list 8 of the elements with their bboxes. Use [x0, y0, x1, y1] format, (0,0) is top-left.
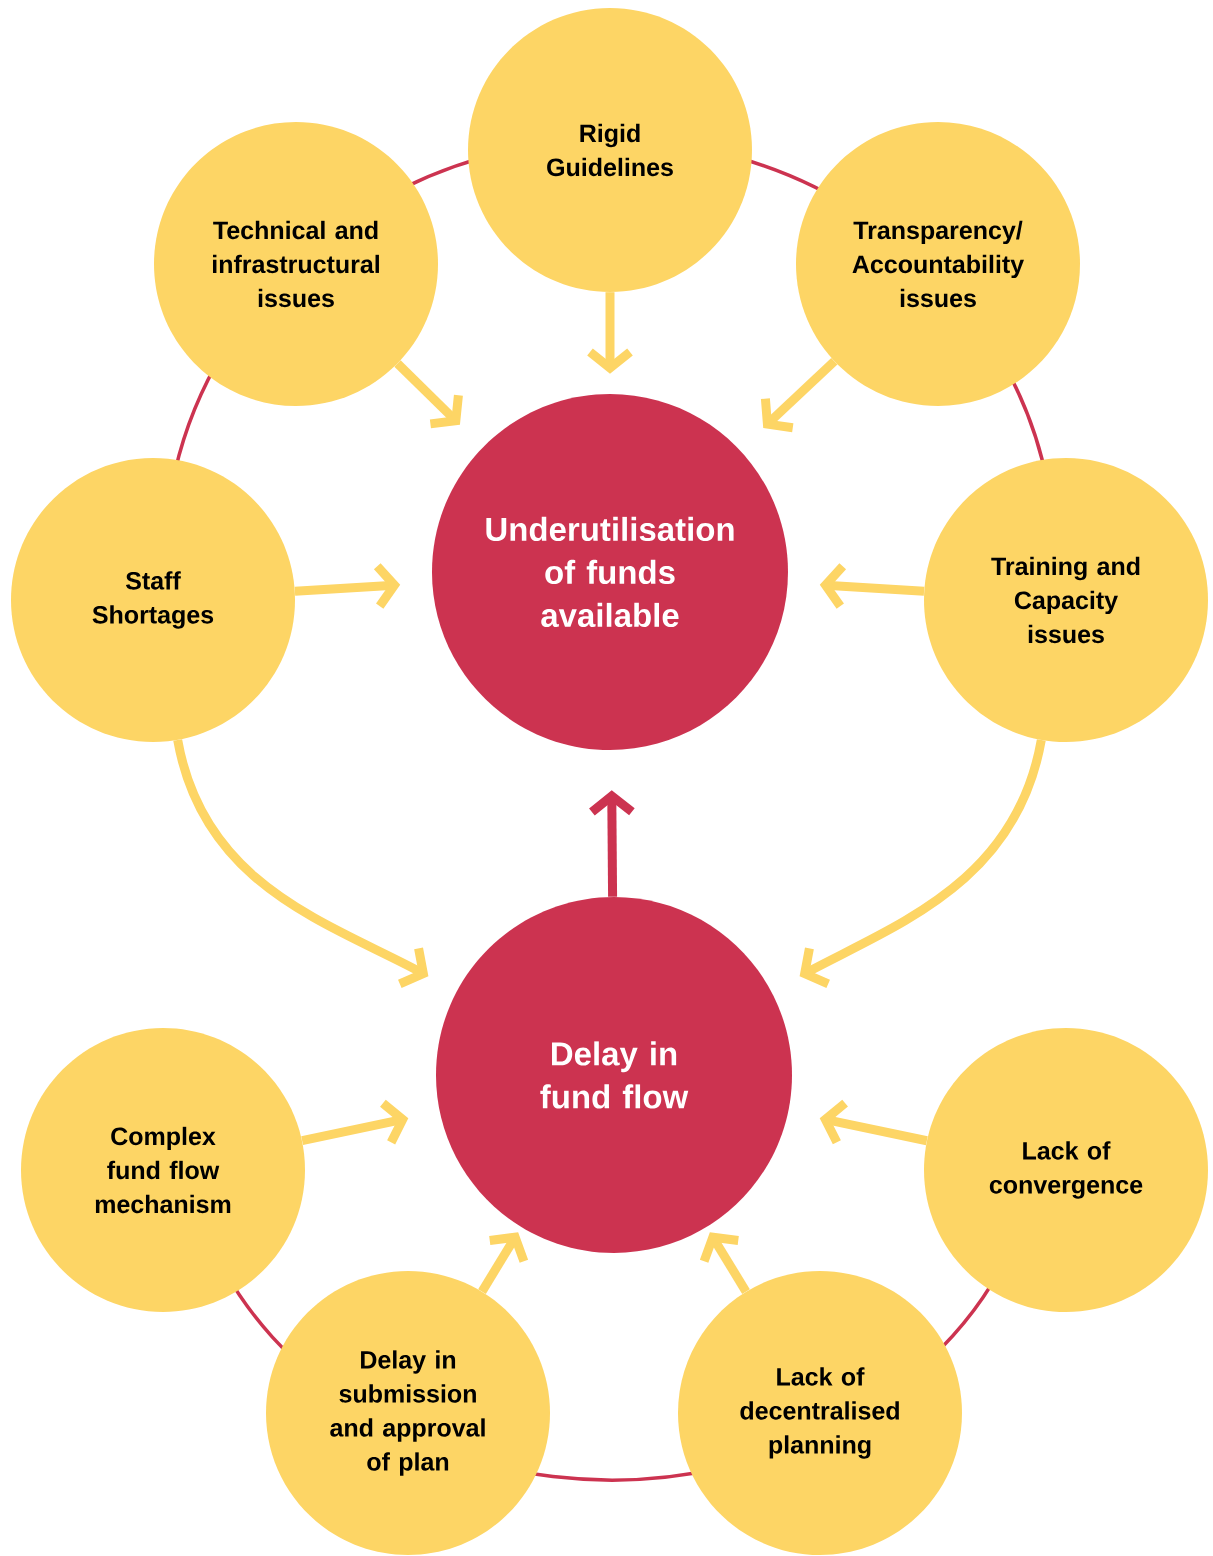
arrow	[760, 358, 838, 433]
arrow	[819, 563, 925, 609]
arrow	[799, 738, 1046, 988]
arrow	[301, 1099, 409, 1146]
arrow	[589, 790, 635, 897]
arrow	[819, 1099, 928, 1146]
arrow	[173, 738, 429, 988]
arrow	[294, 563, 401, 609]
